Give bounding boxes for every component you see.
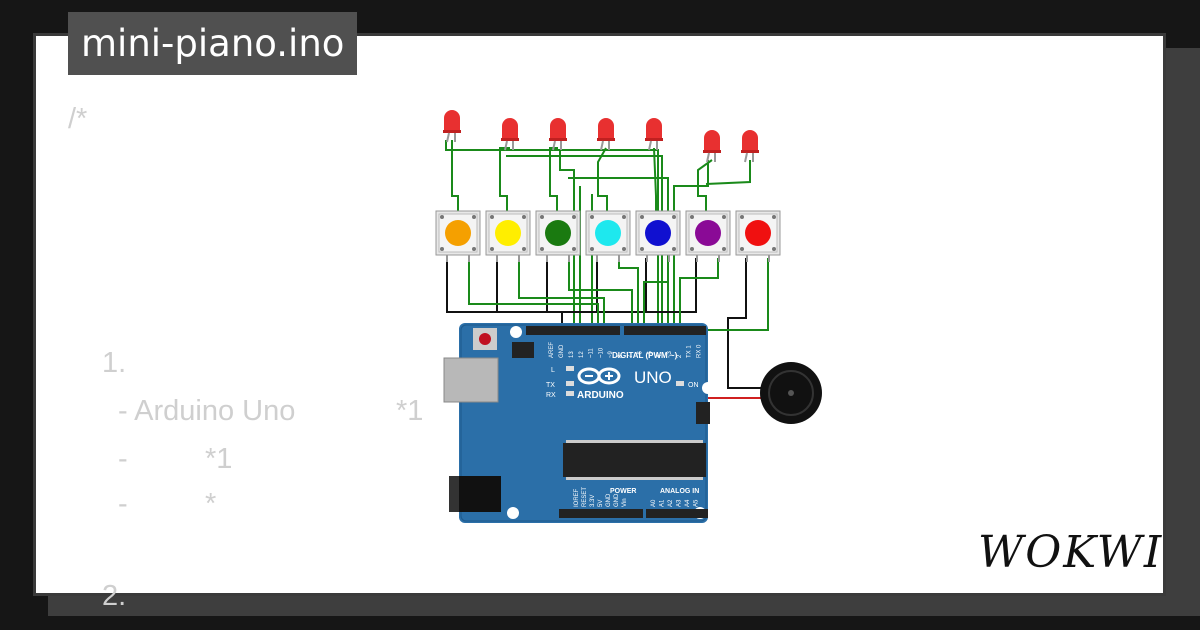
- pin-label: A4: [685, 499, 691, 507]
- pin-label: GND: [614, 493, 620, 507]
- pin-label: RX 0: [696, 344, 702, 358]
- pin-label: A3: [677, 499, 683, 507]
- pushbutton[interactable]: [685, 210, 731, 262]
- led: [741, 130, 759, 163]
- led-row: [443, 110, 759, 163]
- code-line-4b: *: [205, 488, 217, 520]
- code-comment-open: /*: [68, 103, 88, 135]
- tx-label: TX: [546, 382, 555, 389]
- pin-label: ~10: [598, 347, 604, 358]
- pin-label: 7: [628, 354, 634, 358]
- pushbutton[interactable]: [585, 210, 631, 262]
- arduino-logo: [577, 367, 621, 385]
- analog-label: ANALOG IN: [660, 488, 699, 495]
- pin-label: Vin: [622, 498, 628, 507]
- gnd-label: GND: [559, 344, 565, 358]
- aref-label: AREF: [549, 342, 555, 358]
- pushbutton[interactable]: [635, 210, 681, 262]
- led: [597, 118, 615, 151]
- pin-label: RESET: [582, 487, 588, 507]
- pin-label: 5V: [598, 500, 604, 507]
- pin-label: A1: [660, 499, 666, 507]
- led: [645, 118, 663, 151]
- board-brand: ARDUINO: [577, 390, 624, 401]
- led: [501, 118, 519, 151]
- board-model: UNO: [634, 368, 672, 387]
- file-title: mini-piano.ino: [68, 12, 358, 75]
- atmega-chip: [563, 443, 706, 477]
- code-line-2a: - Arduino Uno: [118, 395, 296, 427]
- pin-label: 13: [569, 351, 575, 358]
- code-line-3b: *1: [205, 443, 233, 475]
- pin-label: ~6: [638, 350, 644, 358]
- pin-label: A5: [694, 499, 700, 507]
- pin-label: IOREF: [574, 488, 580, 507]
- pin-label: A0: [651, 499, 657, 507]
- led: [703, 130, 721, 163]
- pushbutton[interactable]: [435, 210, 481, 262]
- led: [443, 110, 461, 143]
- pin-label: 2: [677, 354, 683, 358]
- digital-label: DIGITAL (PWM ~): [612, 351, 678, 360]
- pushbutton-cap: [645, 220, 671, 246]
- pushbutton[interactable]: [735, 210, 781, 262]
- pin-label: 4: [657, 354, 663, 358]
- arduino-uno-board: UNO ARDUINO DIGITAL (PWM ~) POWER ANALOG…: [443, 323, 714, 523]
- pin-label: ~3: [667, 350, 673, 358]
- code-line-4a: -: [118, 488, 128, 520]
- code-line-2b: *1: [396, 395, 424, 427]
- pushbutton-cap: [545, 220, 571, 246]
- on-label: ON: [688, 382, 699, 389]
- pin-label: GND: [606, 493, 612, 507]
- pin-label: TX 1: [687, 345, 693, 358]
- rx-label: RX: [546, 392, 556, 399]
- wokwi-logo[interactable]: WOKWI: [978, 527, 1164, 578]
- pushbutton-cap: [445, 220, 471, 246]
- pin-label: A2: [668, 499, 674, 507]
- l-label: L: [551, 367, 555, 374]
- pushbutton[interactable]: [485, 210, 531, 262]
- code-line-1: 1.: [102, 347, 127, 379]
- pin-label: 3.3V: [590, 495, 596, 507]
- pushbutton-cap: [595, 220, 621, 246]
- buzzer: [760, 362, 822, 424]
- pushbutton-cap: [745, 220, 771, 246]
- power-label: POWER: [610, 488, 636, 495]
- pushbutton-row: [435, 210, 781, 262]
- usb-port: [443, 357, 499, 403]
- pushbutton[interactable]: [535, 210, 581, 262]
- led: [549, 118, 567, 151]
- pushbutton-cap: [495, 220, 521, 246]
- pin-label: 12: [579, 351, 585, 358]
- pin-label: ~5: [647, 350, 653, 358]
- pin-label: ~9: [608, 350, 614, 358]
- pin-label: 8: [618, 354, 624, 358]
- pin-label: ~11: [589, 348, 595, 358]
- pushbutton-cap: [695, 220, 721, 246]
- code-line-3a: -: [118, 443, 128, 475]
